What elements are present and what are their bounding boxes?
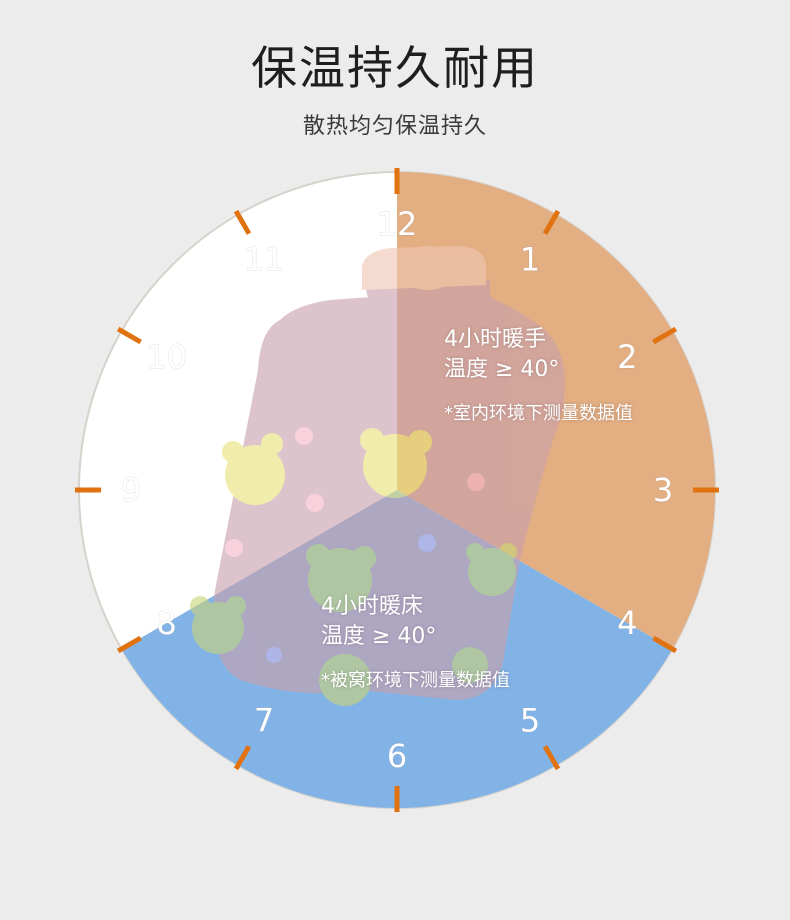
hand-warming-note: *室内环境下测量数据值 bbox=[444, 403, 633, 424]
clock-number: 10 bbox=[146, 338, 187, 376]
clock-number: 5 bbox=[520, 701, 540, 739]
bear-face-icon bbox=[466, 543, 517, 596]
hour-tick bbox=[652, 326, 678, 345]
hour-tick bbox=[116, 326, 142, 345]
hour-tick bbox=[542, 745, 561, 771]
clock-number: 11 bbox=[244, 241, 285, 279]
flower-icon bbox=[467, 473, 485, 491]
clock-ticks bbox=[75, 168, 719, 812]
hour-tick bbox=[542, 209, 561, 235]
flower-icon bbox=[306, 494, 324, 512]
flower-icon bbox=[418, 534, 436, 552]
clock-number: 8 bbox=[156, 604, 176, 642]
clock-number: 2 bbox=[617, 338, 637, 376]
hand-warming-duration: 4小时暖手 bbox=[444, 327, 546, 352]
clock-number: 4 bbox=[617, 604, 637, 642]
bed-warming-temperature: 温度 ≥ 40° bbox=[321, 624, 437, 649]
hour-tick bbox=[116, 635, 142, 654]
flower-icon bbox=[266, 647, 282, 663]
bed-warming-duration: 4小时暖床 bbox=[321, 594, 423, 619]
clock-number: 7 bbox=[254, 701, 274, 739]
bear-pattern bbox=[190, 428, 517, 706]
flower-pattern bbox=[225, 427, 485, 663]
bear-face-icon bbox=[360, 428, 432, 498]
flower-icon bbox=[225, 539, 243, 557]
bottle-neck bbox=[365, 276, 490, 346]
bear-face-icon bbox=[319, 647, 488, 706]
hour-tick bbox=[233, 209, 252, 235]
bear-face-icon bbox=[306, 544, 376, 612]
hour-tick bbox=[233, 745, 252, 771]
clock-number: 9 bbox=[121, 471, 141, 509]
bed-warming-note: *被窝环境下测量数据值 bbox=[321, 670, 510, 691]
bear-face-icon bbox=[222, 433, 285, 505]
clock-number: 3 bbox=[653, 471, 673, 509]
hand-warming-temperature: 温度 ≥ 40° bbox=[444, 357, 560, 382]
bear-face-icon bbox=[190, 596, 246, 654]
clock-number: 12 bbox=[377, 205, 418, 243]
flower-icon bbox=[295, 427, 313, 445]
page-subtitle: 散热均匀保温持久 bbox=[302, 114, 487, 139]
clock-number: 1 bbox=[520, 241, 540, 279]
bed-warming-callout: 4小时暖床 温度 ≥ 40° *被窝环境下测量数据值 bbox=[321, 592, 510, 692]
hot-water-bottle-image bbox=[190, 246, 565, 706]
hour-tick bbox=[652, 635, 678, 654]
hand-warming-callout: 4小时暖手 温度 ≥ 40° *室内环境下测量数据值 bbox=[444, 325, 633, 425]
page-title: 保温持久耐用 bbox=[251, 41, 539, 95]
clock-number: 6 bbox=[387, 737, 407, 775]
bottle-stopper bbox=[398, 246, 458, 290]
